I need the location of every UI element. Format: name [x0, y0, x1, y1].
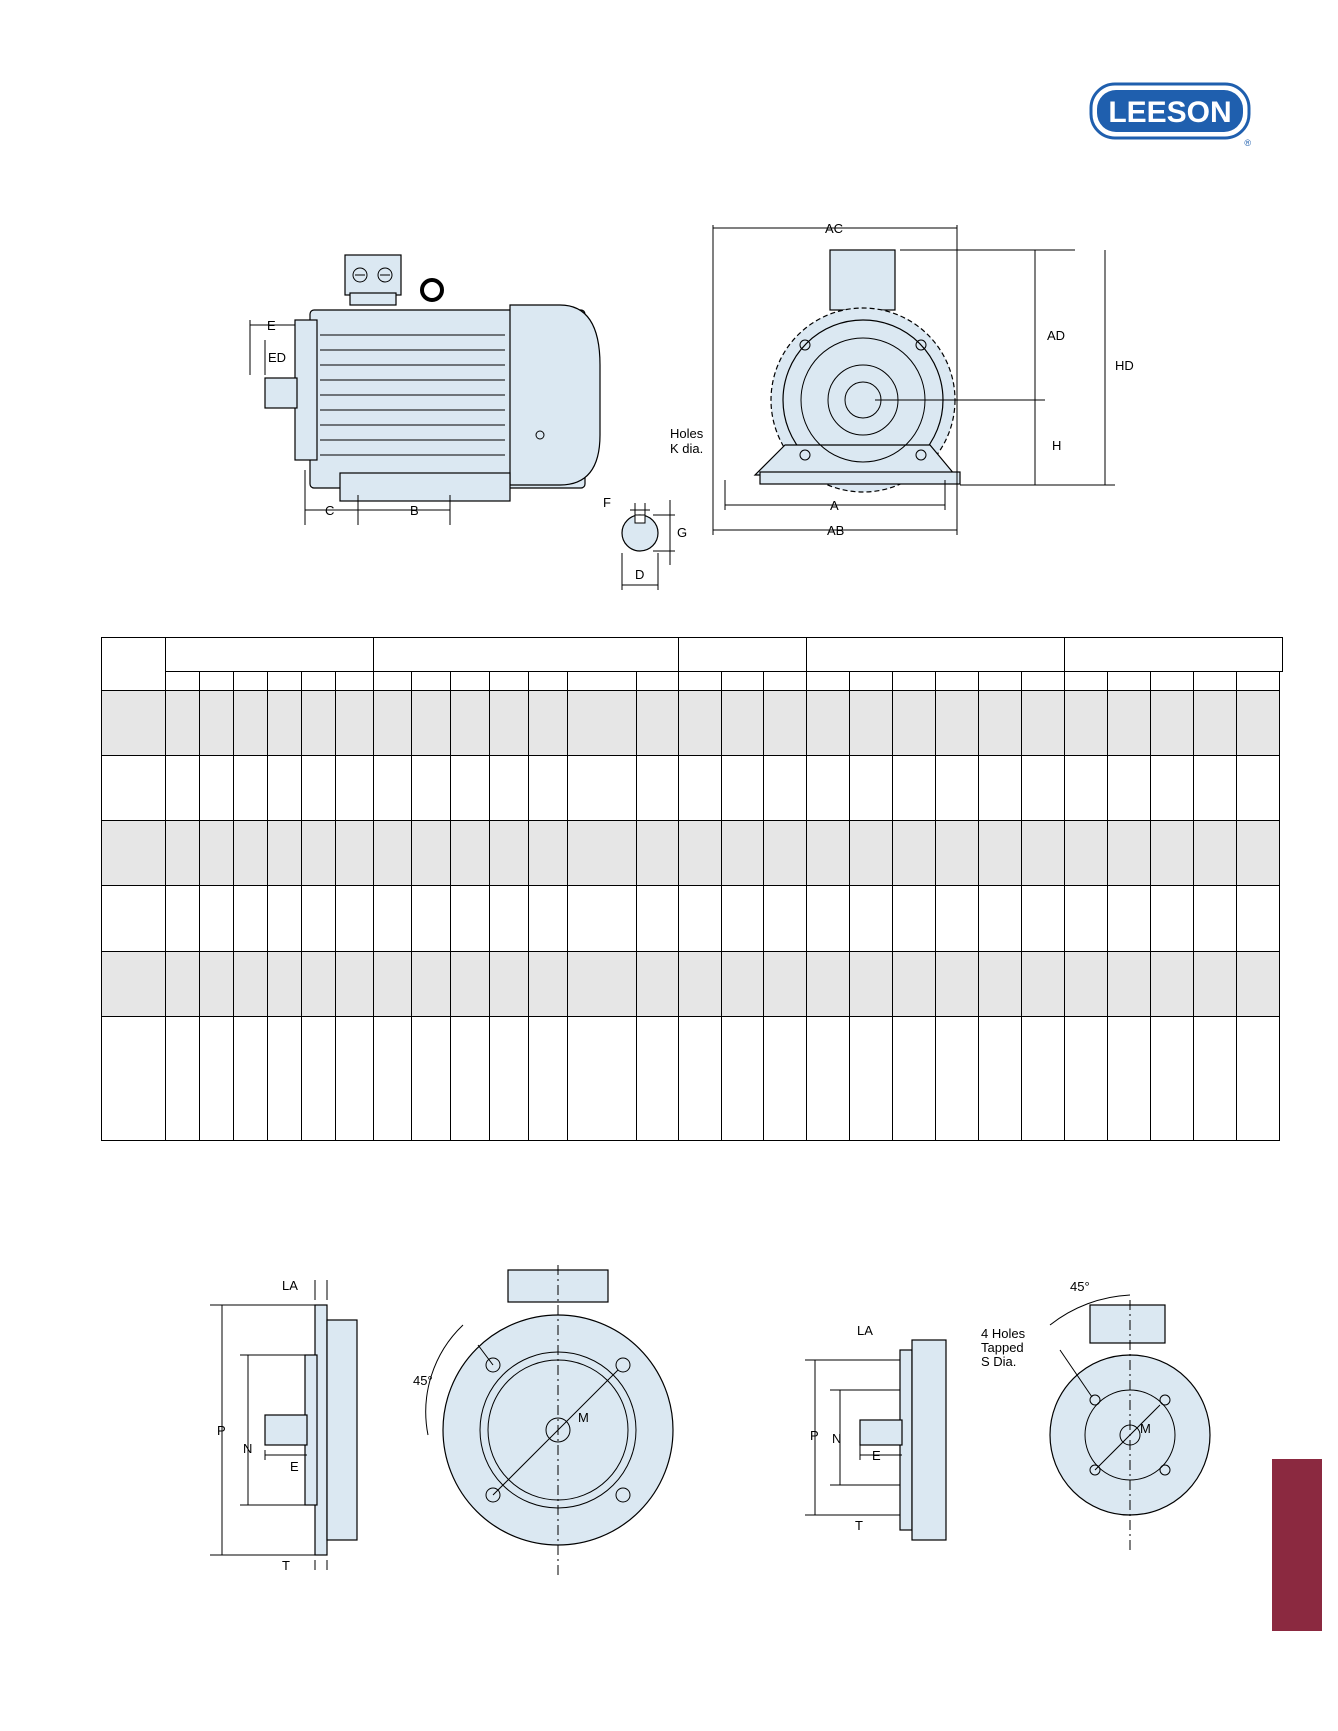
registered-mark: ®: [1244, 138, 1251, 148]
holes-label-line3: S Dia.: [981, 1354, 1016, 1369]
table-header-group-row: [101, 636, 1283, 692]
dim-la-label: LA: [282, 1278, 298, 1293]
table-row: [101, 690, 1283, 757]
angle-label: 45°: [413, 1373, 433, 1388]
dim-c-label: C: [325, 503, 334, 518]
table-row: [101, 950, 1283, 1017]
dim-d-label: D: [635, 567, 644, 582]
flange-side-view-drawing: LA P N E T: [210, 1278, 358, 1573]
holes-label-line1: Holes: [670, 426, 704, 441]
motor-side-view-drawing: E ED C B: [249, 254, 601, 525]
holes-label-line2: Tapped: [981, 1340, 1024, 1355]
angle-label: 45°: [1070, 1279, 1090, 1294]
shaft-key-detail-drawing: F G D: [603, 495, 687, 590]
holes-label-line1: 4 Holes: [981, 1326, 1026, 1341]
brand-name: LEESON: [1108, 96, 1231, 129]
holes-label-line2: K dia.: [670, 441, 703, 456]
leeson-logo: LEESON ®: [1089, 82, 1251, 148]
dim-e-label: E: [290, 1459, 299, 1474]
dim-ad-label: AD: [1047, 328, 1065, 343]
table-row: [101, 1015, 1283, 1142]
dim-f-label: F: [603, 495, 611, 510]
dim-ed-label: ED: [268, 350, 286, 365]
dim-n-label: N: [832, 1431, 841, 1446]
dim-p-label: P: [810, 1428, 819, 1443]
dim-a-label: A: [830, 498, 839, 513]
dim-m-label: M: [1140, 1421, 1151, 1436]
section-side-tab: [1272, 1459, 1322, 1631]
dimension-table: [101, 636, 1283, 1142]
dim-t-label: T: [855, 1518, 863, 1533]
table-row: [101, 820, 1283, 887]
flange-front-view-drawing: 45° M: [413, 1265, 674, 1575]
dim-b-label: B: [410, 503, 419, 518]
dim-n-label: N: [243, 1441, 252, 1456]
dim-ac-label: AC: [825, 221, 843, 236]
table-row: [101, 755, 1283, 822]
dim-ab-label: AB: [827, 523, 844, 538]
dim-g-label: G: [677, 525, 687, 540]
table-row: [101, 885, 1283, 952]
table-header-row: [102, 671, 1283, 692]
dim-la-label: LA: [857, 1323, 873, 1338]
dim-hd-label: HD: [1115, 358, 1134, 373]
dim-h-label: H: [1052, 438, 1061, 453]
dim-p-label: P: [217, 1423, 226, 1438]
dim-e-label: E: [267, 318, 276, 333]
face-mount-front-view-drawing: 45° M 4 Holes Tapped S Dia.: [981, 1279, 1211, 1550]
motor-front-view-drawing: AC AD HD H A AB Holes K dia.: [670, 221, 1134, 538]
dim-e-label: E: [872, 1448, 881, 1463]
dim-m-label: M: [578, 1410, 589, 1425]
dim-t-label: T: [282, 1558, 290, 1573]
face-mount-side-view-drawing: LA P N E T: [805, 1323, 947, 1541]
